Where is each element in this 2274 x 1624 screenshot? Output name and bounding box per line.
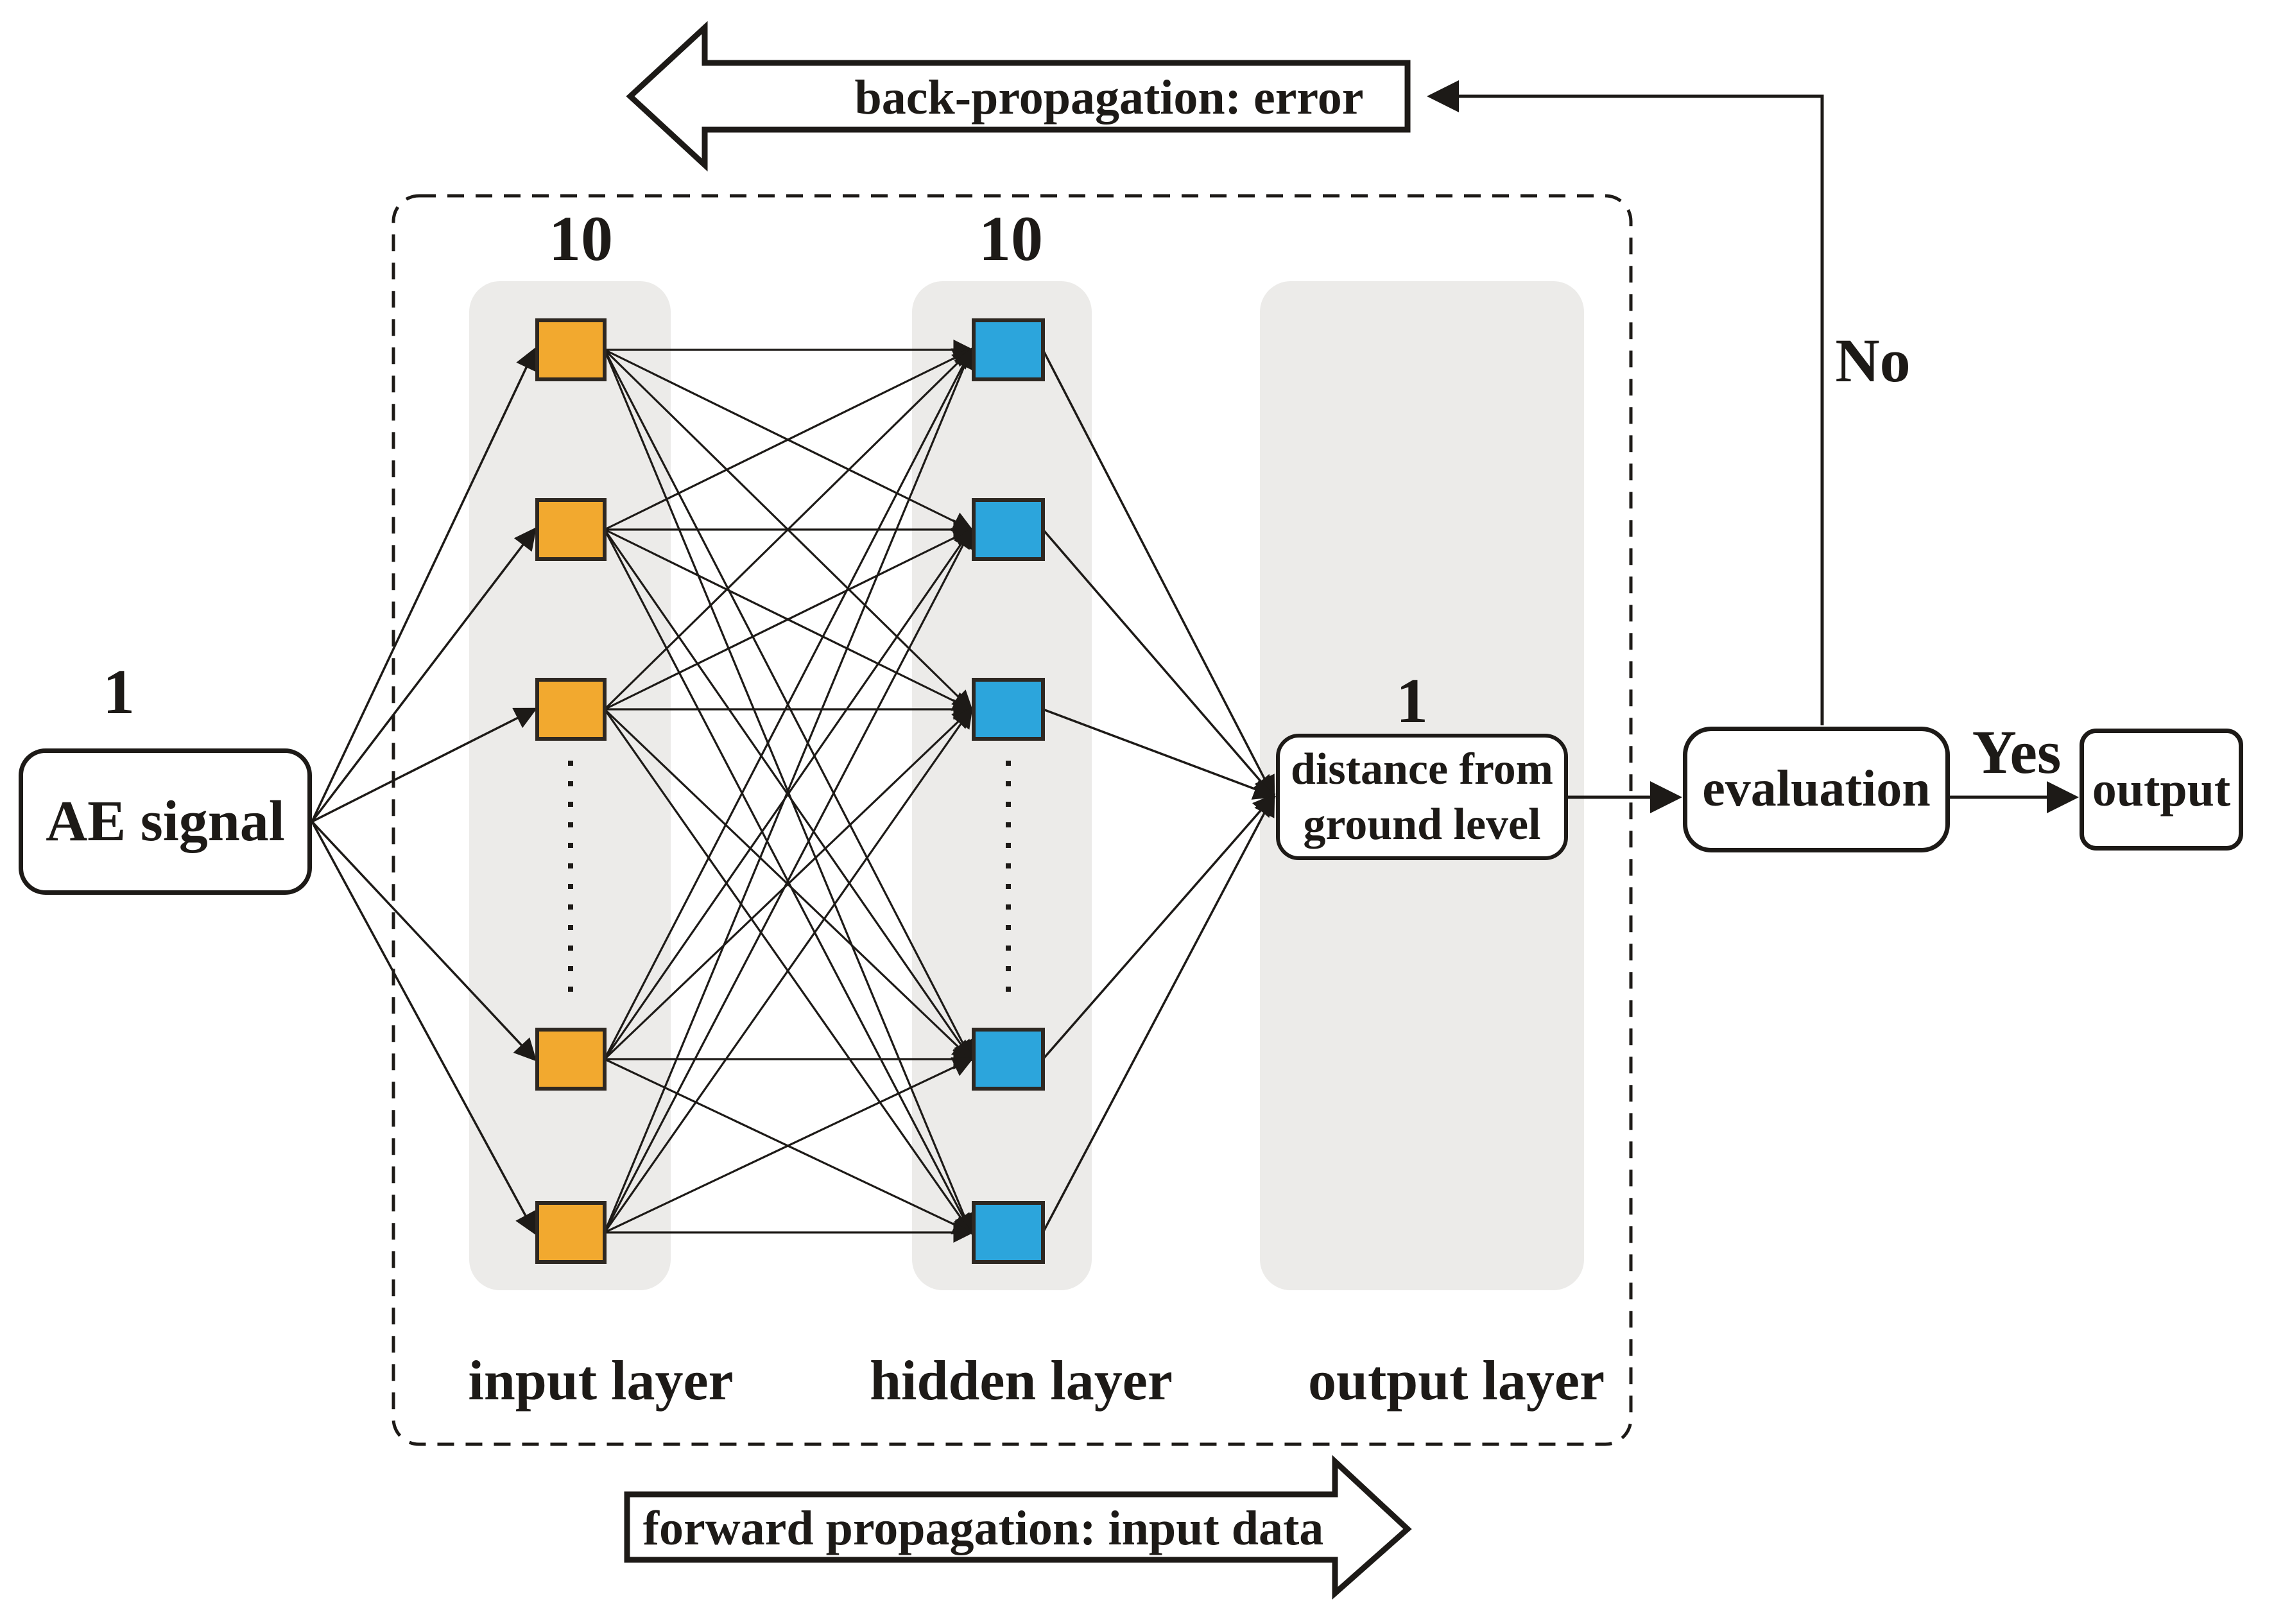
hidden-node	[972, 498, 1045, 561]
distance-label-line2: ground level	[1303, 799, 1541, 849]
no-label: No	[1835, 326, 1911, 395]
hidden-layer-label: hidden layer	[870, 1350, 1173, 1412]
input-to-hidden-connection	[603, 347, 973, 1060]
signal-to-input-connection	[311, 347, 537, 822]
input-count-label: 10	[549, 203, 613, 274]
hidden-to-output-connection	[1042, 793, 1276, 1060]
signal-to-input-connection	[311, 821, 537, 1236]
hidden-node	[972, 1201, 1045, 1264]
distance-label-line1: distance from	[1291, 745, 1553, 795]
hidden-to-output-connection	[1042, 708, 1277, 800]
signal-count-label: 1	[103, 656, 135, 727]
input-to-hidden-connection	[603, 707, 973, 1233]
output-count-label: 1	[1396, 665, 1428, 736]
hidden-node	[972, 1028, 1045, 1091]
back-propagation-arrow-label: back-propagation: error	[854, 71, 1364, 125]
input-to-hidden-connection	[603, 347, 974, 1233]
training-container-dashed-border	[392, 194, 1633, 1446]
evaluation-box: evaluation	[1683, 727, 1950, 852]
evaluation-label: evaluation	[1702, 761, 1931, 818]
input-node	[535, 678, 607, 741]
output-layer-label: output layer	[1308, 1350, 1605, 1412]
hidden-count-label: 10	[979, 203, 1043, 274]
output-box: output	[2080, 729, 2243, 851]
signal-to-input-connection	[311, 707, 538, 823]
yes-label: Yes	[1972, 718, 2062, 786]
input-to-hidden-connection	[603, 527, 973, 1060]
hidden-node	[972, 318, 1045, 381]
signal-to-input-connection	[311, 820, 537, 1062]
input-to-hidden-connection	[603, 527, 973, 1233]
input-to-hidden-connection	[603, 347, 974, 711]
forward-propagation-arrow-label: forward propagation: input data	[642, 1501, 1324, 1555]
input-to-hidden-connection	[604, 348, 974, 531]
input-node	[535, 1201, 607, 1264]
ae-signal-label: AE signal	[46, 790, 285, 854]
signal-to-input-connection	[311, 527, 537, 823]
input-to-hidden-connection	[604, 528, 974, 711]
hidden-layer-column	[912, 281, 1092, 1290]
input-node	[535, 318, 607, 381]
forward-propagation-block-arrow	[624, 1455, 1412, 1600]
input-node	[535, 1028, 607, 1091]
hidden-to-output-connection	[1042, 528, 1276, 799]
no-feedback-path	[1427, 80, 1824, 725]
hidden-to-output-connection	[1042, 793, 1275, 1233]
ae-signal-box: AE signal	[19, 748, 312, 895]
input-layer-label: input layer	[468, 1350, 734, 1412]
distance-box: distance from ground level	[1276, 734, 1568, 860]
input-to-hidden-connection	[604, 1057, 974, 1234]
hidden-to-output-connection	[1042, 349, 1275, 799]
back-propagation-block-arrow	[626, 21, 1411, 172]
input-to-hidden-connection	[603, 707, 974, 1060]
output-label: output	[2092, 762, 2231, 816]
input-node	[535, 498, 607, 561]
hidden-node	[972, 678, 1045, 741]
